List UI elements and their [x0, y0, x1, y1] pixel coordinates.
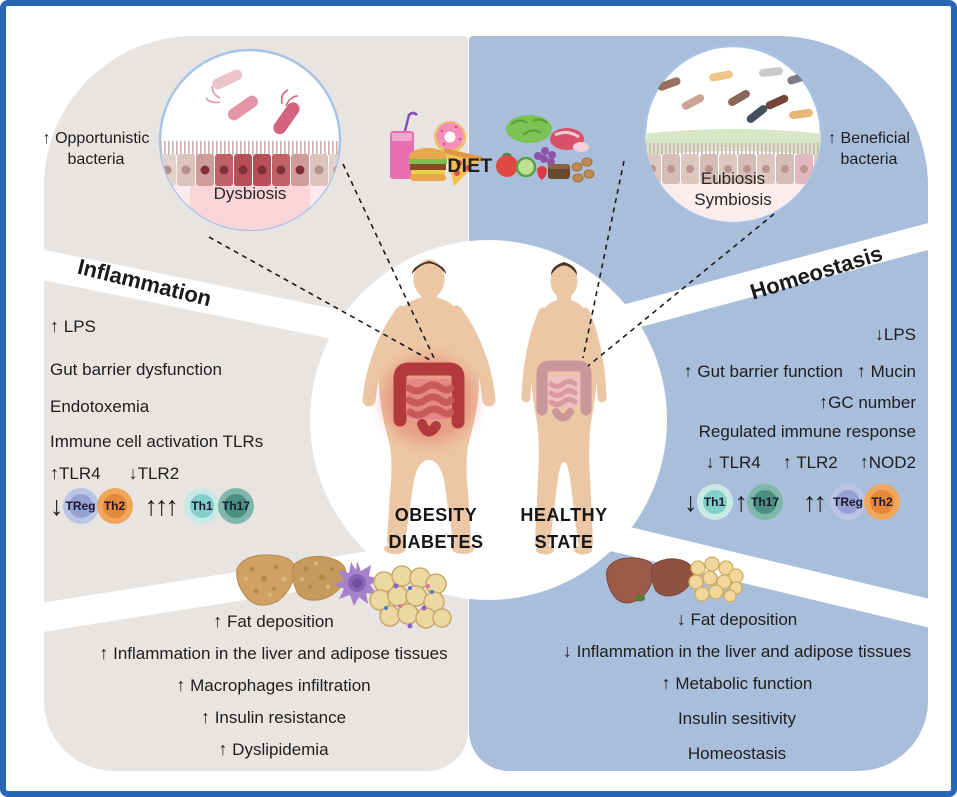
up-arrow: ↑: [734, 487, 748, 517]
list-item: Gut barrier dysfunction: [50, 360, 222, 379]
list-item: ↑ Gut barrier function ↑ Mucin: [683, 361, 916, 381]
inflammation-list: ↑ LPS Gut barrier dysfunction Endotoxemi…: [50, 306, 350, 486]
center-circle: [310, 240, 667, 600]
healthy-benefits-list: ↓ Fat deposition ↓ Inflammation in the l…: [522, 600, 951, 765]
list-item: ↑ Dyslipidemia: [218, 739, 329, 759]
callout-lines: [208, 160, 775, 367]
list-item: Homeostasis: [687, 744, 787, 763]
inflammation-cells-row: ↓ TReg Th2 ↑↑↑ Th1 Th17: [48, 488, 254, 524]
list-item: ↓ Inflammation in the liver and adipose …: [562, 641, 912, 661]
healthy-state-label: HEALTHY STATE: [520, 505, 608, 552]
mucus-layer: [645, 129, 821, 156]
healthy-liver-icon: [604, 554, 696, 612]
harmful-bacteria: [205, 69, 300, 135]
th17-cell: Th17: [218, 488, 254, 524]
obese-figure: [362, 259, 496, 554]
homeostasis-cells-row: ↓ Th1 ↑ Th17 ↑↑ TReg Th2: [682, 484, 900, 520]
list-item: Insulin sesitivity: [677, 709, 797, 728]
healthy-food-icon: [493, 109, 598, 189]
tlr-row: ↓ TLR4 ↑ TLR2 ↑NOD2: [705, 452, 916, 472]
th2-cell: Th2: [96, 488, 133, 524]
eubiosis-label: Eubiosis Symbiosis: [694, 169, 772, 209]
th2-cell: Th2: [864, 484, 900, 520]
fatty-liver-icon: [234, 551, 349, 613]
list-item: ↑ Inflammation in the liver and adipose …: [99, 643, 448, 663]
dysbiosis-label: Dysbiosis: [213, 184, 287, 203]
down-arrow: ↓: [50, 491, 63, 521]
macrophage-icon: [334, 560, 380, 606]
obesity-diabetes-label: OBESITY DIABETES: [388, 505, 484, 552]
list-item: ↓LPS: [874, 324, 916, 344]
healthy-adipose-icon: [686, 556, 744, 604]
human-figures: [324, 252, 654, 570]
list-item: ↑ Macrophages infiltration: [176, 675, 371, 695]
down-arrow: ↓: [684, 487, 697, 517]
treg-cell: TReg: [830, 484, 866, 520]
triple-up-arrow: ↑↑↑: [144, 491, 179, 521]
list-item: ↑ Fat deposition: [213, 611, 334, 631]
eubiosis-magnifier: Eubiosis Symbiosis: [641, 42, 825, 226]
double-up-arrow: ↑↑: [803, 487, 827, 517]
dysbiosis-magnifier: Dysbiosis: [156, 46, 344, 234]
diet-label: DIET: [447, 156, 493, 177]
list-item: Regulated immune response: [698, 422, 916, 441]
list-item: ↑ LPS: [50, 316, 96, 336]
list-item: ↑ Metabolic function: [661, 673, 813, 693]
th17-cell: Th17: [747, 484, 783, 520]
list-item: ↓ Fat deposition: [676, 609, 798, 629]
th1-cell: Th1: [184, 488, 220, 524]
tlr-row: ↑TLR4 ↓TLR2: [50, 463, 180, 483]
opportunistic-bacteria-note: ↑ Opportunistic bacteria: [42, 130, 150, 168]
junk-food-icon: [384, 111, 484, 196]
homeostasis-list: ↓LPS ↑ Gut barrier function ↑ Mucin ↑GC …: [654, 314, 916, 474]
obesity-consequences-list: ↑ Fat deposition ↑ Inflammation in the l…: [51, 602, 496, 762]
list-item: ↑ Insulin resistance: [200, 707, 347, 727]
list-item: ↑GC number: [819, 392, 916, 412]
healthy-figure: [521, 262, 607, 555]
list-item: Immune cell activation TLRs: [50, 432, 264, 451]
treg-cell: TReg: [62, 488, 99, 524]
inflamed-adipose-icon: [366, 562, 456, 636]
list-item: Endotoxemia: [50, 397, 150, 416]
th1-cell: Th1: [696, 484, 733, 520]
epithelium-inflamed: [160, 154, 340, 186]
beneficial-bacteria-note: ↑ Beneficial bacteria: [828, 130, 910, 168]
